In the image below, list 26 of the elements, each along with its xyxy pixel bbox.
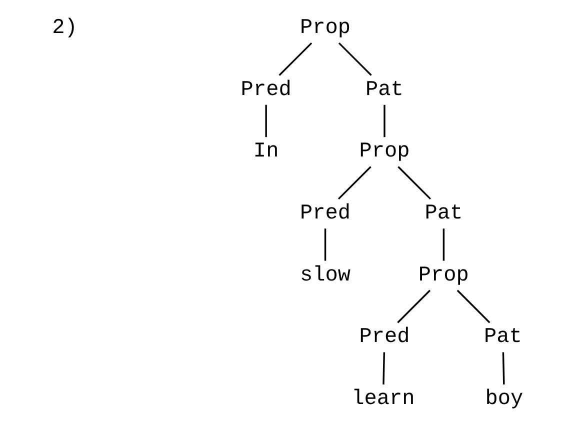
connector <box>338 166 372 200</box>
node-text: Pred <box>240 78 292 102</box>
label: 2) <box>52 16 78 40</box>
connector <box>265 104 267 138</box>
node-text: Prop <box>359 140 410 164</box>
node-text: learn <box>352 387 415 412</box>
connector <box>338 42 372 76</box>
node-text: In <box>253 140 279 164</box>
connector <box>398 166 432 200</box>
connector <box>382 352 386 384</box>
connector <box>278 42 312 76</box>
node-text: Pat <box>424 202 463 226</box>
connector <box>456 290 490 324</box>
node-text: Pat <box>484 325 522 350</box>
connector <box>324 228 326 261</box>
node-text: slow <box>300 263 351 288</box>
connector <box>384 104 386 138</box>
node-text: Pat <box>366 78 404 102</box>
connector <box>502 352 505 384</box>
node-text: boy <box>485 387 524 412</box>
node-text: Prop <box>300 16 351 40</box>
node-text: Prop <box>418 263 469 288</box>
node-text: Pred <box>300 202 351 226</box>
connector <box>397 290 431 324</box>
connector <box>442 228 445 261</box>
node-text: Pred <box>359 325 410 350</box>
